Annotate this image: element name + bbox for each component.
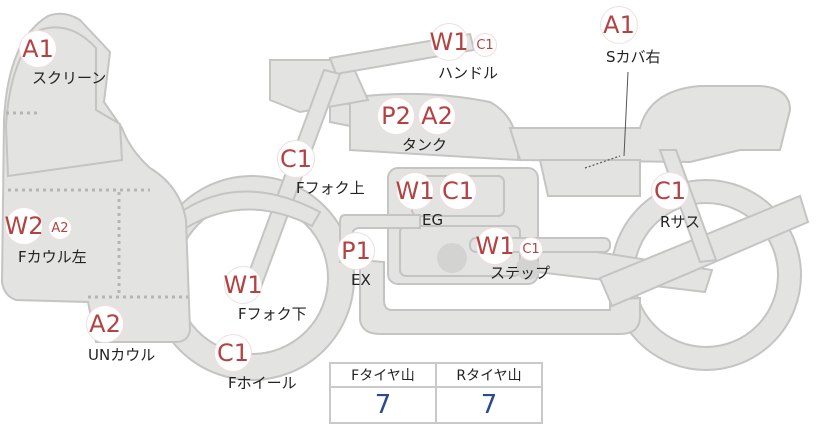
seat-cover-right-label: Sカバ右 <box>606 48 661 66</box>
front-fork-upper-damage-badge: C1 <box>277 140 315 178</box>
step-damage-badge-secondary: C1 <box>519 237 543 261</box>
exhaust-shape <box>359 258 641 335</box>
handle-label: ハンドル <box>438 64 499 82</box>
front-fender-shape <box>176 190 322 230</box>
seat-cover-right-damage-badge: A1 <box>600 6 638 44</box>
front-cowl-left-label: Fカウル左 <box>18 248 87 266</box>
rear-tire-tread-value: 7 <box>435 386 543 424</box>
handle-damage-badge: W1 <box>430 23 469 61</box>
tank-damage-badge-secondary: A2 <box>418 97 456 135</box>
front-tire-tread-header: Fタイヤ山 <box>329 362 437 388</box>
front-wheel-damage-badge: C1 <box>214 334 252 372</box>
front-cowl-left-damage-badge-secondary: A2 <box>48 216 72 240</box>
screen-label: スクリーン <box>32 69 107 87</box>
step-damage-badge: W1 <box>476 227 515 265</box>
exhaust-label: EX <box>351 271 371 289</box>
front-wheel-label: Fホイール <box>228 374 297 392</box>
front-fork-lower-label: Fフォク下 <box>238 305 307 323</box>
front-cowl-left-damage-badge: W2 <box>5 207 44 245</box>
rear-suspension-damage-badge: C1 <box>651 172 689 210</box>
engine-damage-badge-secondary: C1 <box>439 172 477 210</box>
rear-tire-tread-header: Rタイヤ山 <box>435 362 543 388</box>
rear-suspension-label: Rサス <box>660 213 701 231</box>
exhaust-damage-badge: P1 <box>337 232 375 270</box>
tire-tread-table: Fタイヤ山 Rタイヤ山 7 7 <box>329 362 543 424</box>
step-label: ステップ <box>490 264 551 282</box>
seat-shape <box>508 85 792 164</box>
front-fork-upper-label: Fフォク上 <box>296 179 365 197</box>
under-cowl-damage-badge: A2 <box>86 305 124 343</box>
handle-damage-badge-secondary: C1 <box>473 33 497 57</box>
under-cowl-label: UNカウル <box>88 346 156 364</box>
tank-damage-badge: P2 <box>377 97 415 135</box>
engine-label: EG <box>422 211 444 229</box>
screen-damage-badge: A1 <box>19 30 57 68</box>
front-fork-lower-damage-badge: W1 <box>224 266 263 304</box>
engine-damage-badge: W1 <box>396 172 435 210</box>
tank-label: タンク <box>402 136 448 154</box>
front-tire-tread-value: 7 <box>329 386 437 424</box>
